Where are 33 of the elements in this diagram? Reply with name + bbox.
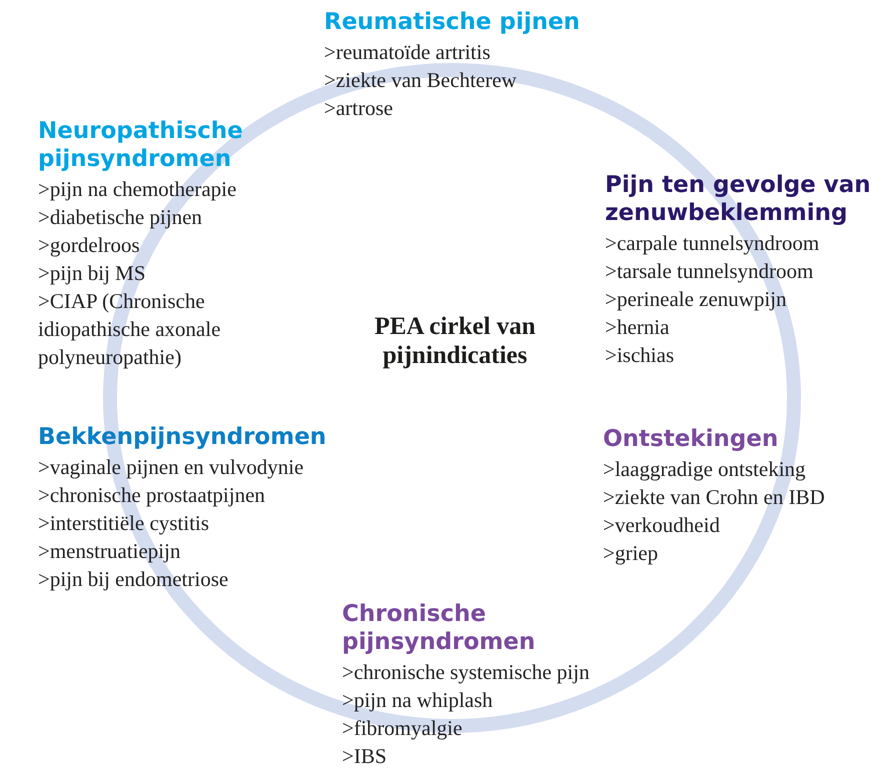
list-item: >carpale tunnelsyndroom xyxy=(605,230,820,257)
list-item: >reumatoïde artritis xyxy=(324,39,492,66)
list-item: >chronische prostaatpijnen xyxy=(38,482,266,509)
list-item: >pijn bij MS xyxy=(38,260,147,287)
list-item: >pijn bij endometriose xyxy=(38,566,230,593)
section-heading: Pijn ten gevolge van zenuwbeklemming xyxy=(605,171,872,227)
list-item: >pijn na chemotherapie xyxy=(38,176,238,203)
list-item: >ziekte van Crohn en IBD xyxy=(603,484,826,511)
center-title: PEA cirkel van pijnindicaties xyxy=(373,312,537,370)
list-item: >laaggradige ontsteking xyxy=(603,456,807,483)
list-item: >gordelroos xyxy=(38,232,141,259)
section-heading: Bekkenpijnsyndromen xyxy=(38,423,328,451)
list-item: >diabetische pijnen xyxy=(38,204,204,231)
list-item: >CIAP (Chronische idiopathische axonale polyneuropathie) xyxy=(38,288,222,371)
list-item: >tarsale tunnelsyndroom xyxy=(605,258,814,285)
list-item: >menstruatiepijn xyxy=(38,538,182,565)
list-item: >ziekte van Bechterew xyxy=(324,67,518,94)
list-item: >IBS xyxy=(342,743,388,769)
list-item: >ischias xyxy=(605,342,675,369)
list-item: >hernia xyxy=(605,314,670,341)
section-heading: Ontstekingen xyxy=(603,425,780,453)
section-heading: Neuropathische pijnsyndromen xyxy=(38,117,244,173)
list-item: >pijn na whiplash xyxy=(342,687,494,714)
list-item: >griep xyxy=(603,540,659,567)
section-heading: Chronische pijnsyndromen xyxy=(342,600,536,656)
section-heading: Reumatische pijnen xyxy=(324,8,581,36)
list-item: >artrose xyxy=(324,95,394,122)
list-item: >vaginale pijnen en vulvodynie xyxy=(38,454,305,481)
list-item: >fibromyalgie xyxy=(342,715,464,742)
list-item: >interstitiële cystitis xyxy=(38,510,210,537)
list-item: >perineale zenuwpijn xyxy=(605,286,788,313)
list-item: >chronische systemische pijn xyxy=(342,659,590,686)
list-item: >verkoudheid xyxy=(603,512,721,539)
